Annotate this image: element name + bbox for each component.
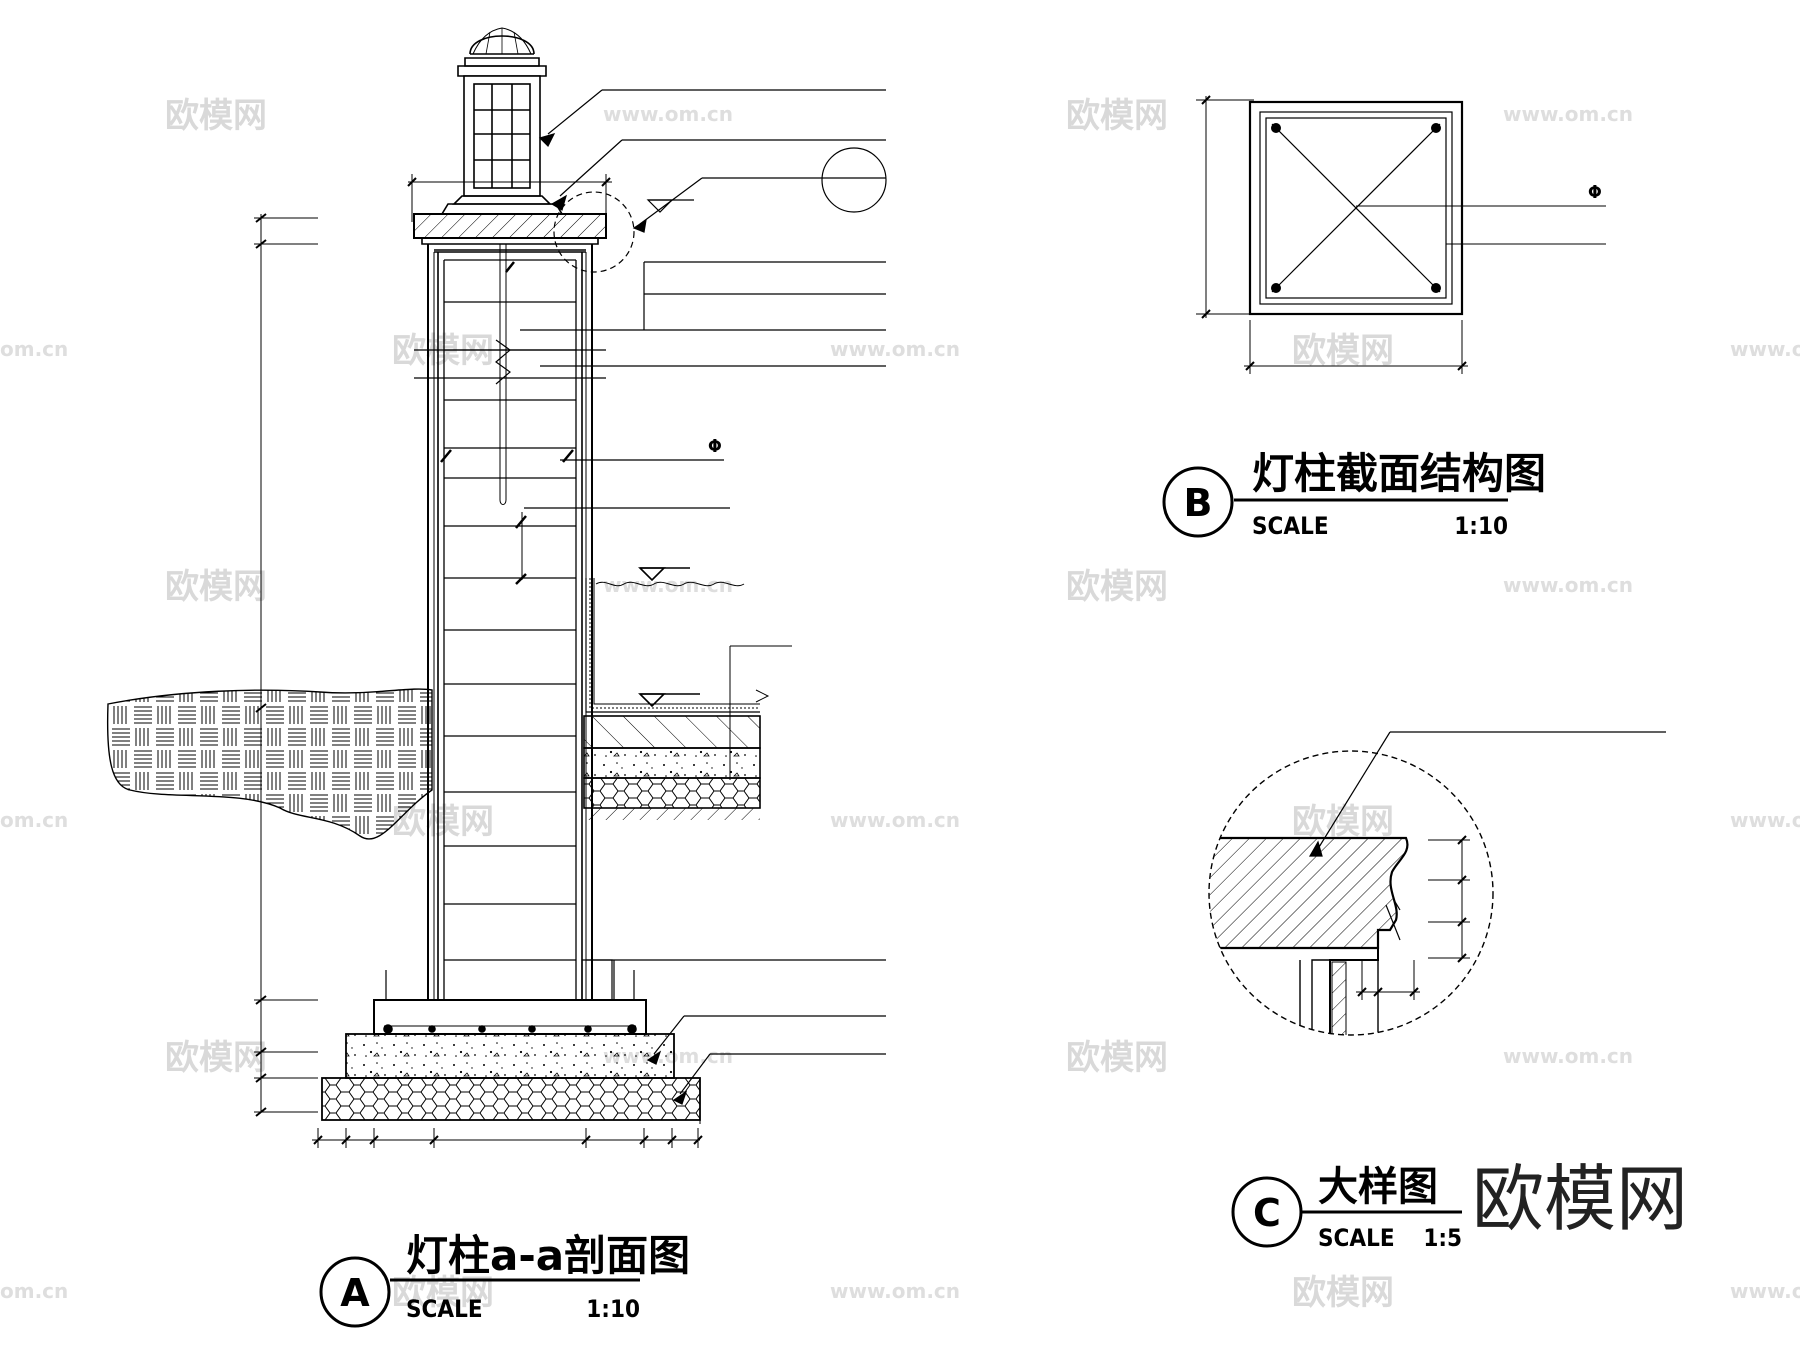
watermark-layer: 欧模网 欧模网 欧模网 欧模网 欧模网 欧模网 欧模网 欧模网 欧模网 欧模网 …: [0, 96, 1800, 1313]
watermark-brand: 欧模网: [1066, 1038, 1168, 1078]
watermark-brand: 欧模网: [1292, 1273, 1394, 1313]
watermark-url: www.om.cn: [1730, 1279, 1800, 1303]
brand-logo-watermark: 欧模网: [1472, 1157, 1688, 1241]
detail-c-scale-label: SCALE: [1318, 1224, 1395, 1252]
detail-b-scale-label: SCALE: [1252, 512, 1329, 540]
watermark-url: www.om.cn: [603, 102, 733, 126]
detail-c-leaders: [1308, 731, 1666, 941]
watermark-url: om.cn: [0, 337, 68, 361]
watermark-brand: 欧模网: [392, 331, 494, 371]
pool-floor-hatch: [583, 715, 761, 749]
watermark-url: om.cn: [0, 1279, 68, 1303]
watermark-brand: 欧模网: [1066, 567, 1168, 607]
detail-c-marker: C: [1253, 1191, 1281, 1235]
detail-b-leaders: [1356, 205, 1606, 245]
watermark-url: www.om.cn: [830, 808, 960, 832]
pool-floor-gravel: [583, 777, 761, 809]
watermark-url: www.om.cn: [1503, 102, 1633, 126]
watermark-url: www.om.cn: [1503, 573, 1633, 597]
watermark-brand: 欧模网: [1292, 331, 1394, 371]
leader-lines: [520, 89, 886, 1105]
detail-b-dimensions: [1196, 95, 1468, 374]
detail-b-title-block: B 灯柱截面结构图 SCALE 1:10: [1162, 449, 1546, 540]
bottom-dimension-line: [312, 1128, 703, 1148]
left-dimension-line: [254, 213, 318, 1117]
watermark-url: om.cn: [0, 808, 68, 832]
detail-a-scale-label: SCALE: [406, 1295, 483, 1323]
watermark-brand: 欧模网: [165, 1038, 267, 1078]
detail-c-enlarged-drawing: [1208, 731, 1666, 1036]
detail-c-dimensions: [1356, 835, 1470, 1000]
detail-a-marker: A: [340, 1271, 370, 1315]
detail-a-title: 灯柱a-a剖面图: [406, 1231, 690, 1280]
detail-a-title-block: A 灯柱a-a剖面图 SCALE 1:10: [319, 1231, 690, 1328]
conduit-pipe: [499, 244, 507, 505]
pool-floor-concrete: [583, 747, 761, 779]
detail-c-title: 大样图: [1318, 1164, 1438, 1210]
detail-c-title-block: C 大样图 SCALE 1:5: [1231, 1164, 1462, 1252]
water-level-symbol: [595, 567, 745, 708]
detail-b-marker: B: [1184, 481, 1213, 525]
watermark-url: www.om.cn: [1503, 1044, 1633, 1068]
watermark-url: www.om.cn: [1730, 808, 1800, 832]
ground-soil-hatch: [106, 688, 433, 840]
detail-b-section-drawing: [1196, 95, 1606, 374]
detail-b-diameter-symbol: Φ: [1588, 182, 1602, 203]
watermark-url: www.om.cn: [1730, 337, 1800, 361]
tie-marks: [440, 261, 574, 585]
column-cap: [413, 213, 607, 239]
diameter-symbol: Φ: [708, 436, 722, 457]
lamp-head: [440, 27, 564, 215]
detail-b-scale-value: 1:10: [1454, 512, 1508, 540]
watermark-brand: 欧模网: [1066, 96, 1168, 136]
brick-courses: [443, 259, 577, 1000]
column-shell: [427, 244, 593, 1000]
detail-c-callout-circle: [553, 191, 635, 273]
detail-a-scale-value: 1:10: [586, 1295, 640, 1323]
watermark-url: www.om.cn: [830, 337, 960, 361]
detail-b-title: 灯柱截面结构图: [1252, 449, 1546, 498]
footing: [321, 959, 701, 1124]
note-circle: [821, 147, 887, 213]
pool-liner: [585, 578, 760, 713]
watermark-url: www.om.cn: [830, 1279, 960, 1303]
watermark-brand: 欧模网: [165, 567, 267, 607]
detail-a-section-drawing: [106, 27, 887, 1148]
detail-c-scale-value: 1:5: [1423, 1224, 1462, 1252]
cap-dimension-line: [407, 174, 612, 222]
watermark-brand: 欧模网: [165, 96, 267, 136]
